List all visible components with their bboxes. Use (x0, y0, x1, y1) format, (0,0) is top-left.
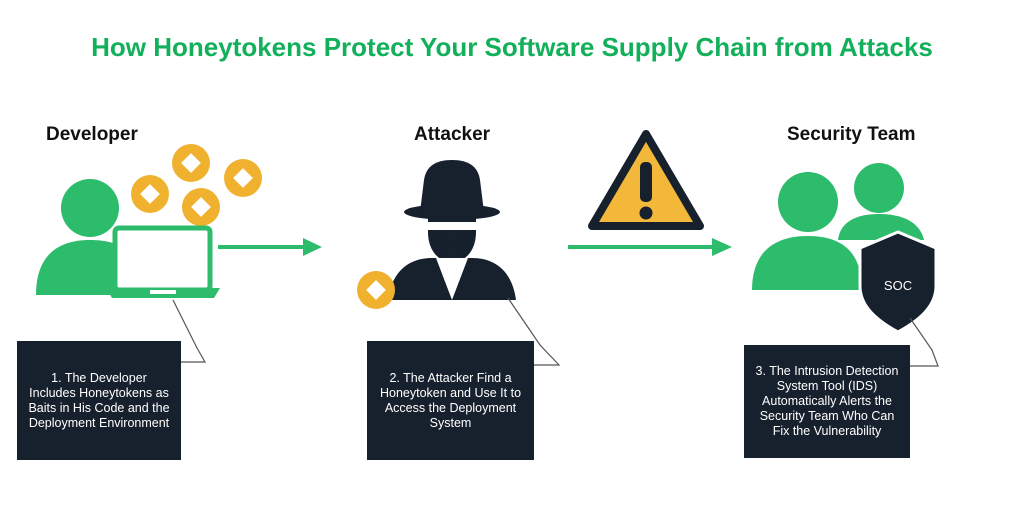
hooded-hacker-icon (388, 160, 516, 300)
step-1-text: 1. The Developer Includes Honeytokens as… (28, 370, 170, 430)
security-team-shield-icon: SOC (752, 163, 938, 334)
arrow-attacker-to-security (568, 238, 732, 256)
warning-triangle-icon (588, 130, 704, 230)
developer-heading: Developer (46, 124, 138, 145)
step-3-box: 3. The Intrusion Detection System Tool (… (744, 345, 910, 458)
attacker-heading: Attacker (414, 124, 491, 145)
step-2-text: 2. The Attacker Find a Honeytoken and Us… (379, 370, 522, 430)
honeytoken-coins-icon (131, 144, 262, 226)
developer-with-laptop-icon (36, 179, 220, 298)
soc-badge-label: SOC (884, 278, 912, 293)
arrow-developer-to-attacker (218, 238, 322, 256)
step-2-box: 2. The Attacker Find a Honeytoken and Us… (367, 341, 534, 460)
step-1-box: 1. The Developer Includes Honeytokens as… (17, 341, 181, 460)
callout-lines (172, 297, 939, 367)
security-team-heading: Security Team (787, 124, 916, 145)
stolen-honeytoken-coin-icon (357, 271, 395, 309)
diagram-title: How Honeytokens Protect Your Software Su… (91, 32, 933, 62)
step-3-text: 3. The Intrusion Detection System Tool (… (755, 364, 899, 438)
